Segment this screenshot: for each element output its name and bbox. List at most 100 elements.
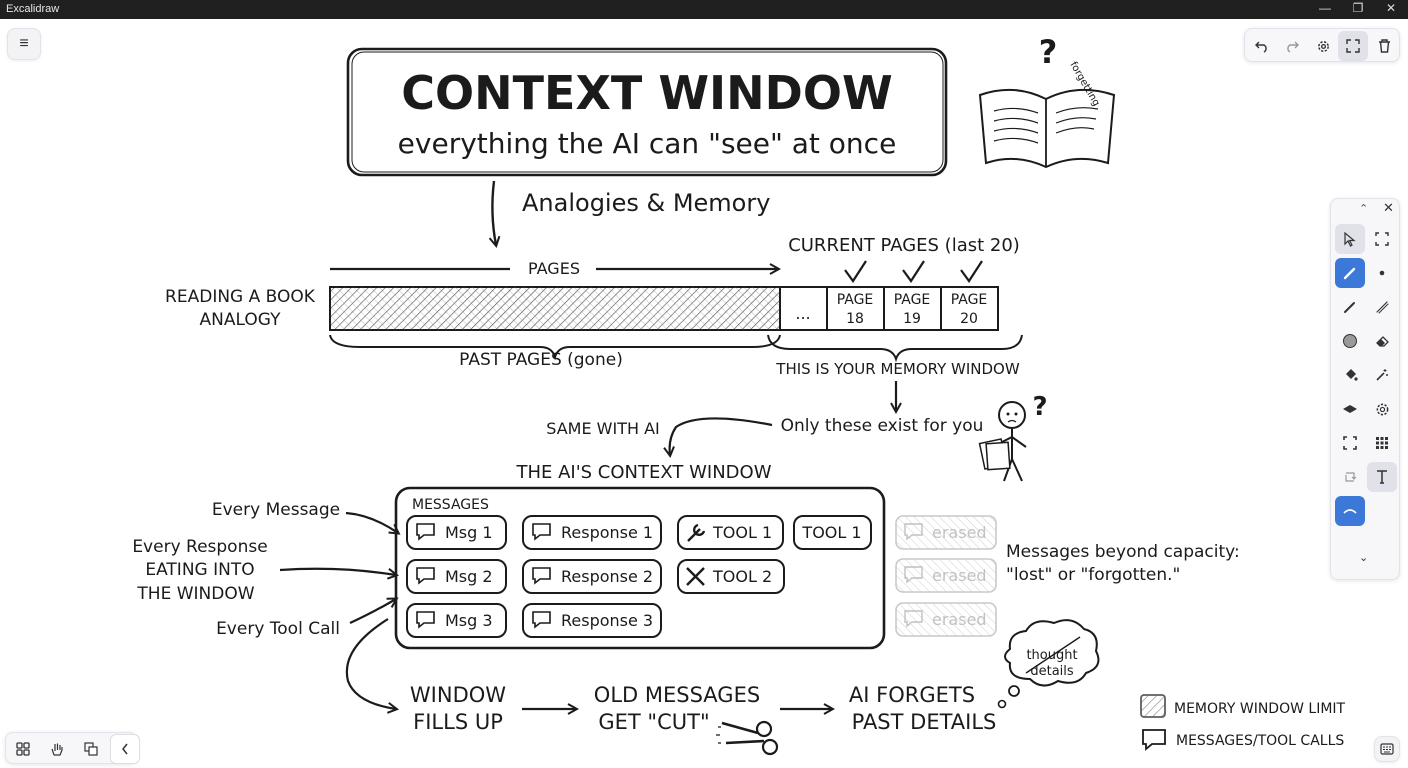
tool-1-label: TOOL 1 [712, 523, 772, 542]
chat-icon [416, 523, 435, 541]
beyond-capacity-label-1: Messages beyond capacity: [1006, 542, 1240, 562]
thought-label-1: thought [1026, 648, 1077, 663]
only-these-label: Only these exist for you [781, 416, 984, 436]
analogies-label: Analogies & Memory [522, 189, 770, 217]
check-icon [844, 260, 867, 283]
question-mark-icon: ? [1039, 33, 1058, 71]
ai-forgets-label-1: AI FORGETS [849, 683, 975, 707]
collapse-panel-icon[interactable]: ⌃ [1359, 203, 1369, 215]
page-20-box [940, 286, 999, 331]
diagram-title: CONTEXT WINDOW [401, 66, 892, 120]
window-fills-label-1: WINDOW [410, 683, 506, 707]
trash-icon[interactable] [1369, 31, 1399, 61]
settings-tool-icon[interactable] [1367, 394, 1397, 424]
response-3-label: Response 3 [561, 611, 653, 630]
msg-3-label: Msg 3 [445, 611, 493, 630]
every-response-label-3: THE WINDOW [136, 584, 254, 604]
tools-panel: ⌃ ✕ [1330, 198, 1400, 580]
tool-1-label: TOOL 1 [801, 523, 861, 542]
wave-icon[interactable] [1335, 496, 1365, 526]
reading-book-label-1: READING A BOOK [165, 287, 316, 307]
redo-icon[interactable] [1277, 31, 1307, 61]
chevron-left-icon[interactable] [110, 734, 140, 764]
msg-chip: Msg 1 [406, 515, 507, 550]
title-box [346, 47, 948, 177]
pencil-icon[interactable] [1335, 292, 1365, 322]
erased-label: erased [932, 566, 987, 585]
response-2-label: Response 2 [561, 567, 653, 586]
window-titlebar: Excalidraw — ❐ ✕ [0, 0, 1408, 19]
chat-icon [416, 567, 435, 585]
legend-messages-label: MESSAGES/TOOL CALLS [1176, 733, 1344, 749]
circle-icon[interactable] [1335, 326, 1365, 356]
erased-label: erased [932, 610, 987, 629]
wrench-icon [687, 523, 706, 542]
diagram-subtitle: everything the AI can "see" at once [398, 127, 897, 160]
library-grid-icon[interactable] [8, 734, 38, 764]
msg-2-label: Msg 2 [445, 567, 493, 586]
chevron-down-icon[interactable]: ⌄ [1359, 552, 1369, 564]
wand-icon[interactable] [1367, 360, 1397, 390]
tools-cross-icon [686, 567, 705, 586]
maximize-icon[interactable]: ❐ [1352, 1, 1364, 15]
response-chip: Response 2 [522, 559, 662, 594]
ai-forgets-label-2: PAST DETAILS [852, 710, 997, 734]
text-icon[interactable] [1367, 462, 1397, 492]
frame-icon[interactable] [1367, 224, 1397, 254]
past-pages-brace [329, 334, 781, 361]
page-19-label: PAGE [894, 292, 931, 308]
book-icon [978, 88, 1116, 169]
every-response-label-1: Every Response [132, 537, 267, 557]
crop-icon[interactable] [1335, 428, 1365, 458]
ai-context-window-label: THE AI'S CONTEXT WINDOW [515, 462, 771, 483]
ellipsis-label: ... [795, 304, 810, 323]
close-window-icon[interactable]: ✕ [1385, 1, 1397, 15]
page-18-label: PAGE [837, 292, 874, 308]
hamburger-icon: ≡ [19, 35, 29, 52]
minimize-icon[interactable]: — [1319, 1, 1331, 15]
arrow-every-response [279, 567, 396, 575]
top-toolbar [1244, 28, 1400, 62]
layers-icon[interactable] [1335, 394, 1365, 424]
fullscreen-icon[interactable] [1338, 31, 1368, 61]
tool-chip: TOOL 2 [677, 559, 785, 594]
check-icon [902, 260, 925, 283]
page-20-number: 20 [960, 311, 978, 327]
drawing-canvas[interactable]: ≡ ⌃ ✕ [0, 19, 1408, 768]
erased-label: erased [932, 523, 987, 542]
response-1-label: Response 1 [561, 523, 653, 542]
erased-chip: erased [895, 602, 997, 637]
context-window-box [394, 486, 886, 650]
chat-icon [904, 523, 923, 541]
gear-icon[interactable] [1308, 31, 1338, 61]
loop-icon[interactable] [1335, 462, 1365, 492]
line-icon[interactable] [1367, 292, 1397, 322]
dot-icon[interactable] [1367, 258, 1397, 288]
current-pages-label: CURRENT PAGES (last 20) [788, 235, 1020, 256]
tool-2-label: TOOL 2 [712, 567, 772, 586]
eraser-icon[interactable] [1367, 326, 1397, 356]
duplicate-icon[interactable] [76, 734, 106, 764]
chat-icon [532, 567, 551, 585]
memory-window-label: THIS IS YOUR MEMORY WINDOW [775, 360, 1020, 378]
memory-window-brace [767, 334, 1023, 363]
msg-chip: Msg 2 [406, 559, 507, 594]
scissors-icon [716, 720, 779, 756]
undo-icon[interactable] [1247, 31, 1277, 61]
tool-chip: TOOL 1 [677, 515, 784, 550]
grid-icon[interactable] [1367, 428, 1397, 458]
erased-chip: erased [895, 515, 997, 550]
old-messages-label-2: GET "CUT" [598, 710, 709, 734]
response-chip: Response 3 [522, 603, 662, 638]
pen-icon[interactable] [1335, 258, 1365, 288]
main-menu-button[interactable]: ≡ [7, 28, 41, 60]
select-icon[interactable] [1335, 224, 1365, 254]
close-panel-icon[interactable]: ✕ [1383, 200, 1394, 215]
keyboard-button[interactable] [1374, 736, 1400, 762]
hand-icon[interactable] [42, 734, 72, 764]
msg-1-label: Msg 1 [445, 523, 493, 542]
fill-icon[interactable] [1335, 360, 1365, 390]
response-chip: Response 1 [522, 515, 662, 550]
reading-book-label-2: ANALOGY [200, 310, 282, 330]
keyboard-icon [1380, 743, 1394, 755]
